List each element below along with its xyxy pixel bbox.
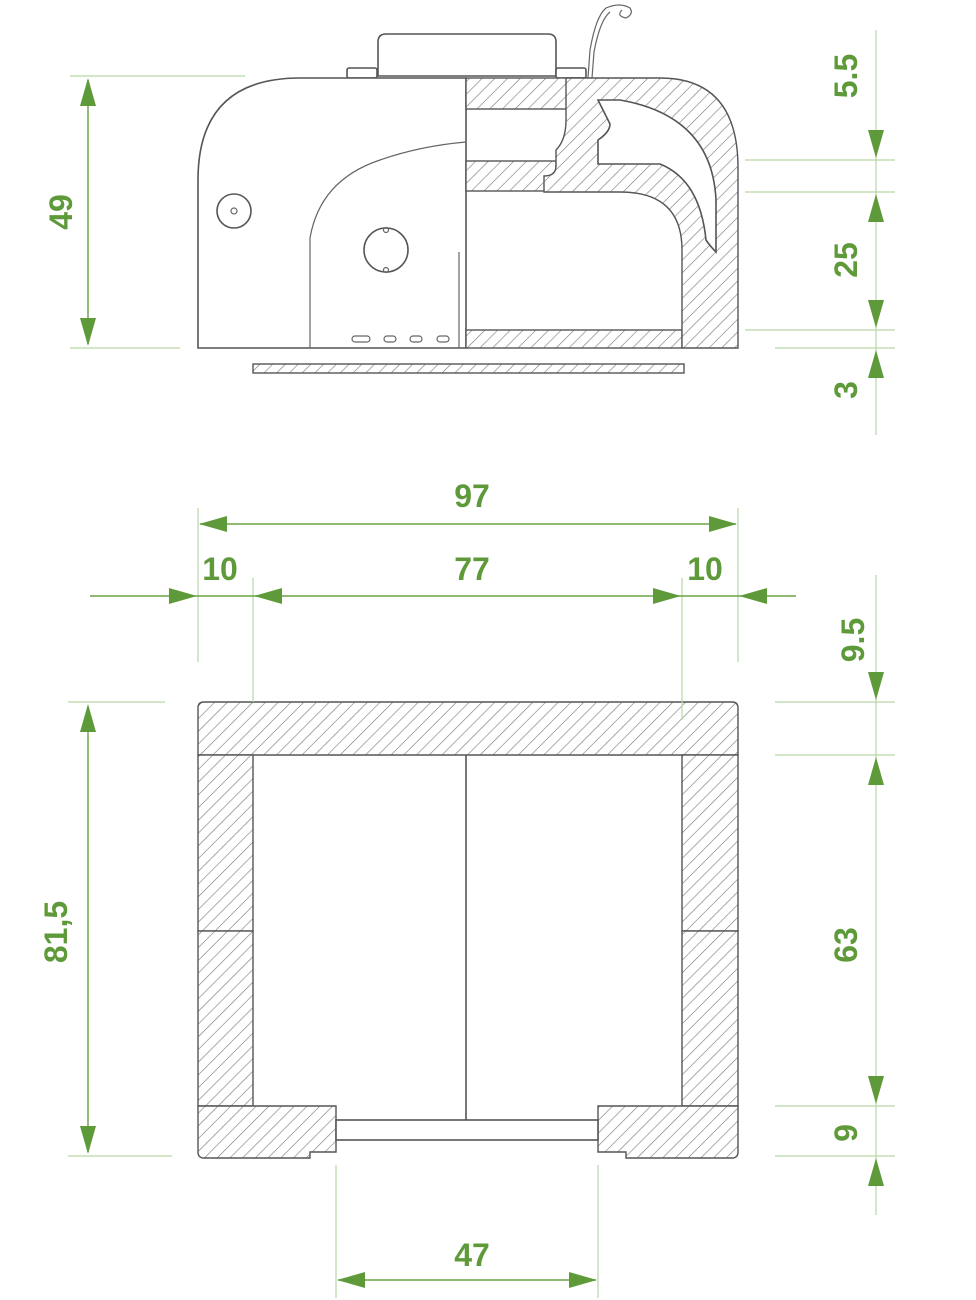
front-lip-left <box>197 1105 337 1159</box>
top-rail <box>197 701 739 756</box>
top-cap <box>377 33 557 77</box>
dim-bottom-plate: 3 <box>828 381 864 399</box>
dim-opening-width: 47 <box>454 1237 490 1273</box>
pivot-icon <box>216 193 252 229</box>
top-tab-right <box>555 67 587 79</box>
dim-left-wall: 10 <box>202 551 238 587</box>
front-bar <box>335 1119 599 1141</box>
dim-inner-width: 77 <box>454 551 490 587</box>
plan-view <box>197 701 739 1159</box>
dim-overall-depth: 81,5 <box>38 901 74 963</box>
vent-slots <box>351 335 450 343</box>
cable <box>587 4 632 79</box>
dim-side-length: 63 <box>828 927 864 963</box>
dim-overall-width: 97 <box>454 478 490 514</box>
dim-middle-height: 25 <box>828 242 864 278</box>
dim-overall-height: 49 <box>43 194 79 230</box>
right-wall-upper <box>681 754 739 932</box>
left-wall-upper <box>197 754 254 932</box>
right-wall-lower <box>681 930 739 1107</box>
dim-top-rail: 9.5 <box>835 618 871 662</box>
housing-left <box>197 77 467 349</box>
top-tab-left <box>346 67 378 79</box>
side-view-dimensions: 49 5.5 25 3 <box>43 30 895 435</box>
dim-top-gap: 5.5 <box>828 54 864 98</box>
inner-shell <box>309 141 467 348</box>
dim-front-lip: 9 <box>828 1124 864 1142</box>
plan-view-dimensions: 97 10 77 10 81,5 9.5 63 9 <box>38 478 895 1298</box>
front-lip-right <box>597 1105 739 1159</box>
left-wall-lower <box>197 930 254 1107</box>
side-view <box>197 4 739 374</box>
dim-right-wall: 10 <box>687 551 723 587</box>
section-right <box>465 77 739 349</box>
bottom-plate <box>252 363 685 374</box>
knob-icon <box>363 227 409 273</box>
